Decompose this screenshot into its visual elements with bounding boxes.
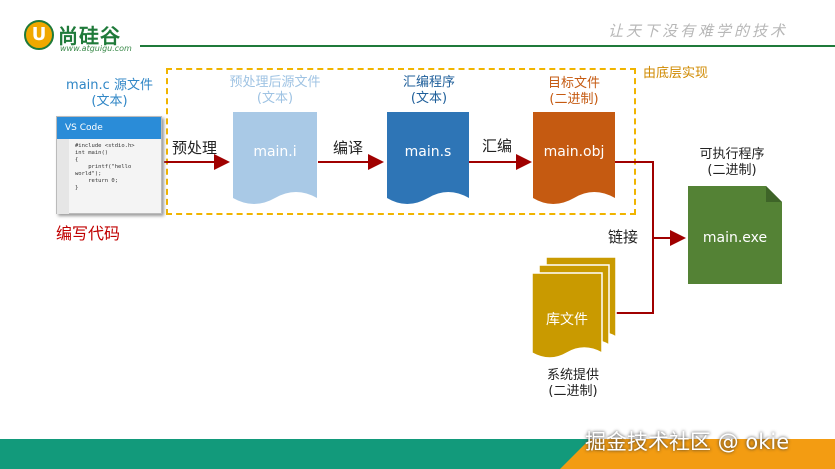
library-filename: 库文件: [546, 312, 588, 328]
footer-watermark: 掘金技术社区 @ okie: [585, 430, 790, 454]
vscode-sidebar: [57, 139, 69, 214]
object-filename: main.obj: [543, 144, 605, 160]
arrow-link-obj: [615, 161, 654, 238]
label-compile: 编译: [333, 139, 364, 157]
label-preprocess: 预处理: [172, 139, 218, 157]
footer-accent: [560, 439, 835, 469]
source-file-title: main.c 源文件 (文本): [66, 78, 153, 109]
editor-caption: 编写代码: [56, 224, 121, 243]
object-doc-icon: [533, 112, 615, 204]
assembly-filename: main.s: [404, 144, 452, 160]
assembly-doc-icon: [387, 112, 469, 204]
executable-filename: main.exe: [702, 230, 768, 246]
assembly-title: 汇编程序 (文本): [402, 75, 455, 106]
region-label: 由底层实现: [643, 66, 709, 81]
logo: U 尚硅谷 www.atguigu.com: [24, 18, 164, 54]
label-link: 链接: [608, 228, 639, 246]
vscode-window: VS Code #include <stdio.h> int main() { …: [56, 116, 162, 214]
executable-title: 可执行程序 (二进制): [699, 147, 765, 178]
object-title: 目标文件 (二进制): [547, 76, 600, 107]
preprocessed-filename: main.i: [253, 144, 297, 160]
library-caption: 系统提供 (二进制): [546, 368, 599, 399]
logo-url: www.atguigu.com: [60, 44, 132, 53]
executable-doc-icon: [688, 186, 782, 284]
preprocessed-doc-icon: [233, 112, 317, 204]
preprocessed-title: 预处理后源文件 (文本): [229, 75, 321, 106]
library-doc-icon: [532, 257, 617, 359]
label-assemble: 汇编: [482, 137, 513, 155]
logo-badge-icon: U: [24, 20, 54, 50]
vscode-code: #include <stdio.h> int main() { printf("…: [75, 143, 135, 191]
header-divider: [140, 45, 835, 47]
arrow-link-lib: [614, 238, 654, 314]
logo-name: 尚硅谷: [58, 24, 121, 48]
slogan: 让天下没有难学的技术: [608, 22, 789, 40]
toolchain-region: [166, 68, 636, 215]
vscode-titlebar: VS Code: [57, 117, 161, 139]
